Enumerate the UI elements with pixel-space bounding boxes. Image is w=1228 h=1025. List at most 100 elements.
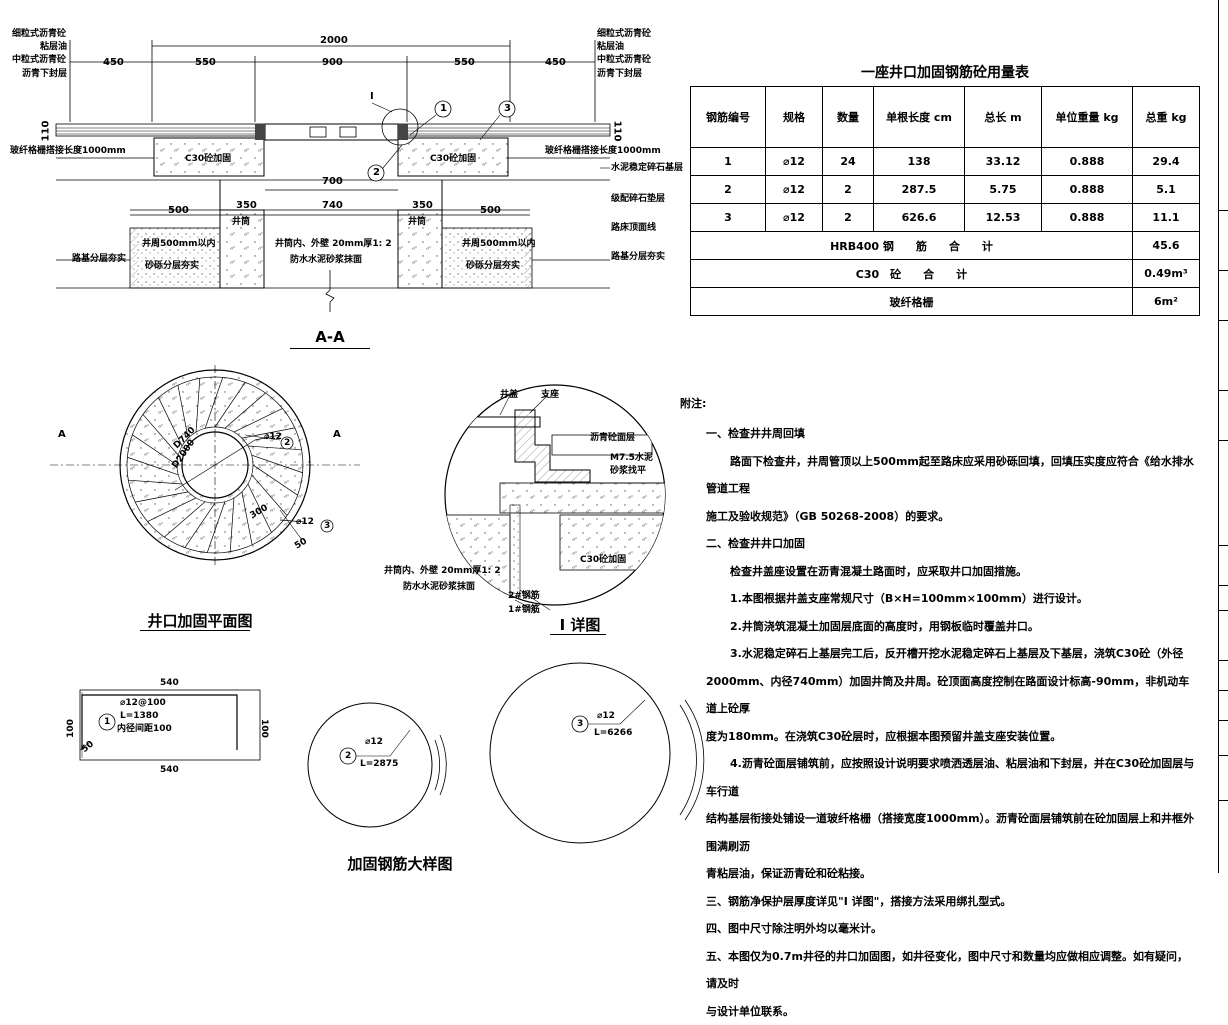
sum-label: C30 砼 合 计	[691, 260, 1133, 288]
fiberglass-label-right: 玻纤格栅搭接长度1000mm	[545, 147, 661, 156]
center-note-1: 井筒内、外壁 20mm厚1: 2	[275, 240, 392, 249]
right-label-1: 水泥稳定碎石基层	[611, 164, 683, 173]
r1-spec: ⌀12@100	[120, 699, 166, 708]
table-sum-row: 玻纤格栅 6m²	[691, 288, 1200, 316]
section-aa-underline	[290, 348, 370, 349]
cell: 0.888	[1042, 148, 1133, 176]
th-total-weight: 总重 kg	[1133, 87, 1200, 148]
cell: ⌀12	[766, 148, 823, 176]
table-sum-row: HRB400 钢 筋 合 计 45.6	[691, 232, 1200, 260]
cell: 5.75	[965, 176, 1042, 204]
title-block-divider	[1218, 660, 1228, 661]
cell: 1	[691, 148, 766, 176]
layer-label-right-4: 沥青下封层	[597, 70, 642, 79]
title-block-divider	[1218, 755, 1228, 756]
cell: ⌀12	[766, 204, 823, 232]
dim-top-4: 550	[454, 58, 475, 68]
title-block-divider	[1218, 610, 1228, 611]
dim-bottom-1: 500	[168, 206, 189, 216]
r2-spec: ⌀12	[365, 738, 383, 747]
table-row: 1 ⌀12 24 138 33.12 0.888 29.4	[691, 148, 1200, 176]
detail-I-caption: I 详图	[550, 614, 610, 635]
note-line: 检查井盖座设置在沥青混凝土路面时，应采取井口加固措施。	[706, 558, 1196, 586]
detail-side-note-2: 防水水泥砂浆抹面	[403, 583, 475, 592]
well-label-left: 井筒	[232, 218, 250, 227]
note-line: 度为180mm。在浇筑C30砼层时，应根据本图预留井盖支座安装位置。	[706, 723, 1196, 751]
dim-top-5: 450	[545, 58, 566, 68]
detail-label-rebar2: 2#钢筋	[508, 592, 540, 601]
cell: 626.6	[874, 204, 965, 232]
cell: 287.5	[874, 176, 965, 204]
sum-label: 玻纤格栅	[691, 288, 1133, 316]
r2-num: 2	[345, 752, 351, 761]
plan-num-3: 3	[324, 522, 330, 531]
detail-label-asphalt: 沥青砼面层	[590, 434, 635, 443]
th-total-len: 总长 m	[965, 87, 1042, 148]
table-row: 2 ⌀12 2 287.5 5.75 0.888 5.1	[691, 176, 1200, 204]
th-bar-no: 钢筋编号	[691, 87, 766, 148]
callout-2: 2	[373, 168, 380, 178]
cell: 3	[691, 204, 766, 232]
layer-label-right-2: 粘层油	[597, 43, 624, 52]
right-label-2: 级配碎石垫层	[611, 195, 665, 204]
plan-rebar-3: ⌀12	[296, 518, 314, 527]
rebar-detail-caption: 加固钢筋大样图	[345, 853, 455, 874]
note-line: 4.沥青砼面层铺筑前，应按照设计说明要求喷洒透层油、粘层油和下封层，并在C30砼…	[706, 750, 1196, 805]
section-aa-caption: A-A	[310, 328, 350, 346]
right-label-4: 路基分层夯实	[611, 253, 665, 262]
title-block-divider	[1218, 270, 1228, 271]
title-block-divider	[1218, 440, 1228, 441]
note-line: 路面下检查井，井周管顶以上500mm起至路床应采用砂砾回填，回填压实度应符合《给…	[706, 448, 1196, 503]
detail-label-m75-2: 砂浆找平	[610, 467, 646, 476]
detail-label-cover: 井盖	[500, 391, 518, 400]
layer-label-left-3: 中粒式沥青砼	[12, 56, 66, 65]
table-header-row: 钢筋编号 规格 数量 单根长度 cm 总长 m 单位重量 kg 总重 kg	[691, 87, 1200, 148]
r1-dim-bottom: 540	[160, 766, 179, 775]
plan-label-A-left: A	[58, 430, 66, 440]
r3-spec: ⌀12	[597, 712, 615, 721]
plan-rebar-2: ⌀12	[264, 433, 282, 442]
sum-value: 0.49m³	[1133, 260, 1200, 288]
r2-len: L=2875	[360, 760, 398, 769]
note-line: 2.井筒浇筑混凝土加固层底面的高度时，用钢板临时覆盖井口。	[706, 613, 1196, 641]
cell: ⌀12	[766, 176, 823, 204]
note-line: 3.水泥稳定碎石上基层完工后，反开槽开挖水泥稳定碎石上基层及下基层，浇筑C30砼…	[706, 640, 1196, 668]
r1-dim-right: 100	[259, 719, 268, 738]
th-unit-weight: 单位重量 kg	[1042, 87, 1133, 148]
layer-label-right-1: 细粒式沥青砼	[597, 30, 651, 39]
cell: 138	[874, 148, 965, 176]
fill-right-2: 砂砾分层夯实	[466, 262, 520, 271]
note-line: 三、钢筋净保护层厚度详见"I 详图"，搭接方法采用绑扎型式。	[706, 888, 1196, 916]
cell: 11.1	[1133, 204, 1200, 232]
note-line: 与设计单位联系。	[706, 998, 1196, 1025]
callout-1: 1	[440, 104, 447, 114]
layer-label-left-4: 沥青下封层	[22, 70, 67, 79]
plan-label-A-right: A	[333, 430, 341, 440]
cell: 2	[691, 176, 766, 204]
dim-top-3: 900	[322, 58, 343, 68]
detail-label-rebar1: 1#钢筋	[508, 606, 540, 615]
title-block-edge	[1218, 0, 1228, 873]
marker-I: I	[370, 92, 374, 102]
cell: 12.53	[965, 204, 1042, 232]
plan-underline	[140, 630, 250, 631]
plan-num-2: 2	[284, 439, 290, 448]
note-line: 一、检查井井周回填	[706, 420, 1196, 448]
dim-110-left: 110	[41, 121, 51, 142]
cell: 0.888	[1042, 176, 1133, 204]
cell: 24	[823, 148, 874, 176]
th-unit-len: 单根长度 cm	[874, 87, 965, 148]
note-line: 施工及验收规范》（GB 50268-2008）的要求。	[706, 503, 1196, 531]
dim-bottom-4: 350	[412, 201, 433, 211]
r1-note: 内径间距100	[117, 725, 172, 734]
title-block-divider	[1218, 800, 1228, 801]
dim-700: 700	[322, 177, 343, 187]
cell: 0.888	[1042, 204, 1133, 232]
th-spec: 规格	[766, 87, 823, 148]
layer-label-left-2: 粘层油	[40, 43, 67, 52]
r1-len: L=1380	[120, 712, 158, 721]
title-block-divider	[1218, 320, 1228, 321]
cell: 2	[823, 176, 874, 204]
center-note-2: 防水水泥砂浆抹面	[290, 256, 362, 265]
title-block-divider	[1218, 210, 1228, 211]
